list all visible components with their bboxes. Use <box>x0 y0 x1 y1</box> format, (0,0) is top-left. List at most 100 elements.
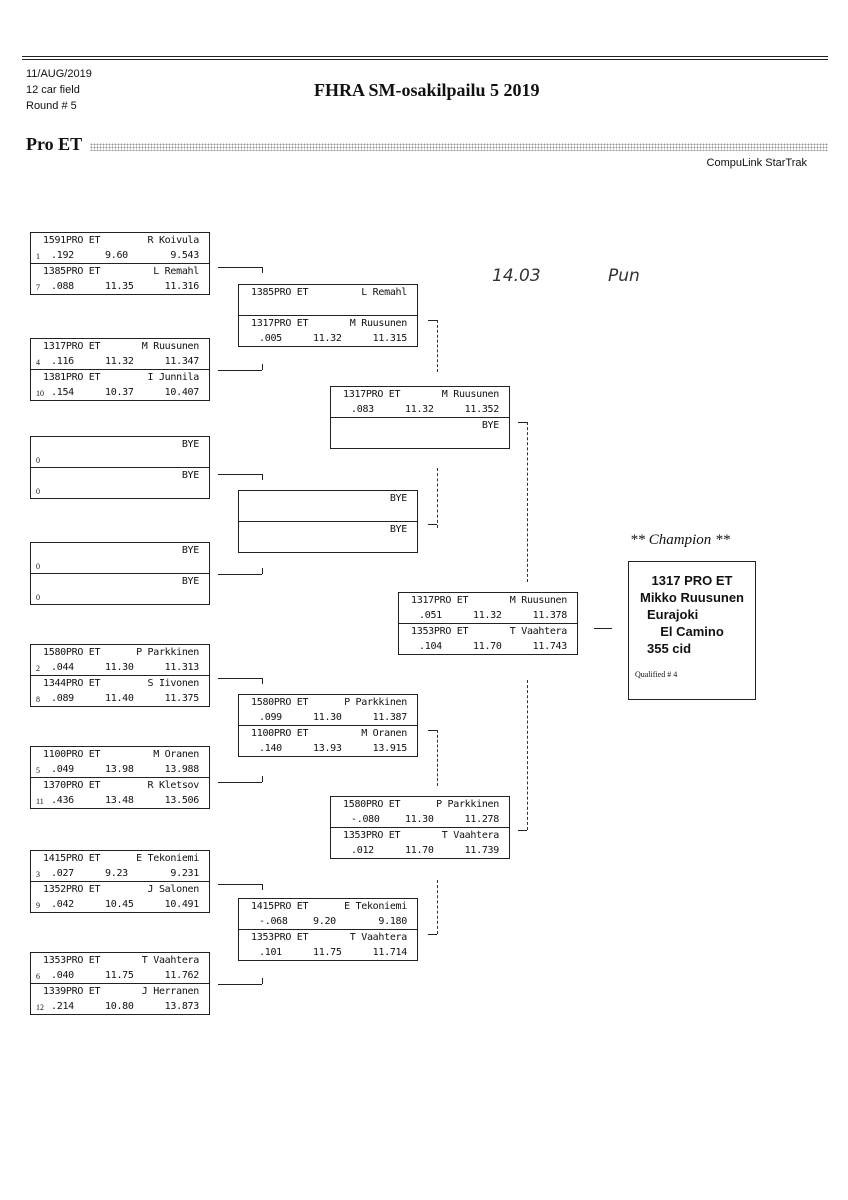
reaction-time: .012 <box>351 845 374 856</box>
elapsed-time: 9.180 <box>378 916 407 927</box>
handwritten-time: 14.03 <box>492 266 541 286</box>
champion-engine: 355 cid <box>647 641 692 656</box>
racer-name: M Ruusunen <box>141 341 200 352</box>
reaction-time: .192 <box>51 250 74 261</box>
connector-line <box>218 474 262 475</box>
dial-in-class: 1317PRO ET <box>43 341 101 352</box>
dial-in-class: 1353PRO ET <box>411 626 469 637</box>
elapsed-time: 11.387 <box>372 712 408 723</box>
dial-in-class: 1591PRO ET <box>43 235 101 246</box>
dial-in: 11.32 <box>473 610 502 621</box>
racer-name: T Vaahtera <box>509 626 568 637</box>
racer-name: E Tekoniemi <box>136 853 199 864</box>
dial-in: 11.70 <box>473 641 502 652</box>
racer-name: BYE <box>181 576 199 587</box>
connector-line <box>218 678 262 679</box>
racer-name: BYE <box>481 420 499 431</box>
racer-entry: BYE <box>239 521 417 552</box>
racer-name: P Parkkinen <box>436 799 499 810</box>
racer-entry: BYE <box>239 491 417 521</box>
champion-box: 1317 PRO ET Mikko Ruusunen Eurajoki El C… <box>628 561 756 700</box>
connector-line <box>262 978 263 984</box>
reaction-time: .005 <box>259 333 282 344</box>
elapsed-time: 11.352 <box>464 404 500 415</box>
connector-line <box>218 884 262 885</box>
racer-name: M Ruusunen <box>349 318 408 329</box>
racer-name: T Vaahtera <box>441 830 500 841</box>
dial-in-class: 1415PRO ET <box>43 853 101 864</box>
elapsed-time: 11.739 <box>464 845 500 856</box>
elapsed-time: 11.378 <box>532 610 568 621</box>
dial-in: 13.98 <box>105 764 134 775</box>
elapsed-time: 11.313 <box>164 662 200 673</box>
champion-dial: 1317 PRO ET <box>651 573 733 588</box>
dial-in-class: 1385PRO ET <box>251 287 309 298</box>
dial-in: 11.30 <box>105 662 134 673</box>
top-rule <box>22 56 828 57</box>
racer-name: BYE <box>181 545 199 556</box>
dial-in: 10.80 <box>105 1001 134 1012</box>
connector-line <box>262 364 263 370</box>
connector-line <box>437 468 438 528</box>
dial-in-class: 1580PRO ET <box>251 697 309 708</box>
dial-in: 11.75 <box>105 970 134 981</box>
elapsed-time: 11.315 <box>372 333 408 344</box>
dial-in: 9.23 <box>105 868 128 879</box>
top-rule-2 <box>22 59 828 60</box>
elapsed-time: 13.915 <box>372 743 408 754</box>
dial-in-class: 1353PRO ET <box>251 932 309 943</box>
qualifying-seed: 12 <box>36 1003 44 1012</box>
reaction-time: .089 <box>51 693 74 704</box>
dial-in: 11.40 <box>105 693 134 704</box>
dial-in-class: 1370PRO ET <box>43 780 101 791</box>
qualifying-seed: 0 <box>36 562 40 571</box>
reaction-time: .140 <box>259 743 282 754</box>
connector-line <box>262 884 263 890</box>
dial-in-class: 1580PRO ET <box>43 647 101 658</box>
dial-in-class: 1100PRO ET <box>251 728 309 739</box>
racer-name: J Herranen <box>141 986 200 997</box>
dial-in: 11.35 <box>105 281 134 292</box>
dial-in: 10.45 <box>105 899 134 910</box>
dial-in: 13.48 <box>105 795 134 806</box>
connector-line <box>437 730 438 786</box>
qualifying-seed: 6 <box>36 972 40 981</box>
connector-line <box>428 934 437 935</box>
connector-line <box>527 680 528 830</box>
reaction-time: .044 <box>51 662 74 673</box>
racer-name: M Ruusunen <box>509 595 568 606</box>
racer-name: P Parkkinen <box>344 697 407 708</box>
connector-line <box>527 422 528 582</box>
dial-in: 11.30 <box>405 814 434 825</box>
connector-line <box>262 267 263 273</box>
reaction-time: .049 <box>51 764 74 775</box>
connector-line <box>518 422 527 423</box>
dial-in-class: 1352PRO ET <box>43 884 101 895</box>
dial-in: 11.32 <box>405 404 434 415</box>
elapsed-time: 11.316 <box>164 281 200 292</box>
dial-in-class: 1385PRO ET <box>43 266 101 277</box>
racer-name: I Junnila <box>147 372 200 383</box>
racer-name: BYE <box>181 470 199 481</box>
dial-in: 11.30 <box>313 712 342 723</box>
dial-in: 9.60 <box>105 250 128 261</box>
qualifying-seed: 4 <box>36 358 40 367</box>
elapsed-time: 13.988 <box>164 764 200 775</box>
racer-name: P Parkkinen <box>136 647 199 658</box>
software-label: CompuLink StarTrak <box>706 157 807 169</box>
